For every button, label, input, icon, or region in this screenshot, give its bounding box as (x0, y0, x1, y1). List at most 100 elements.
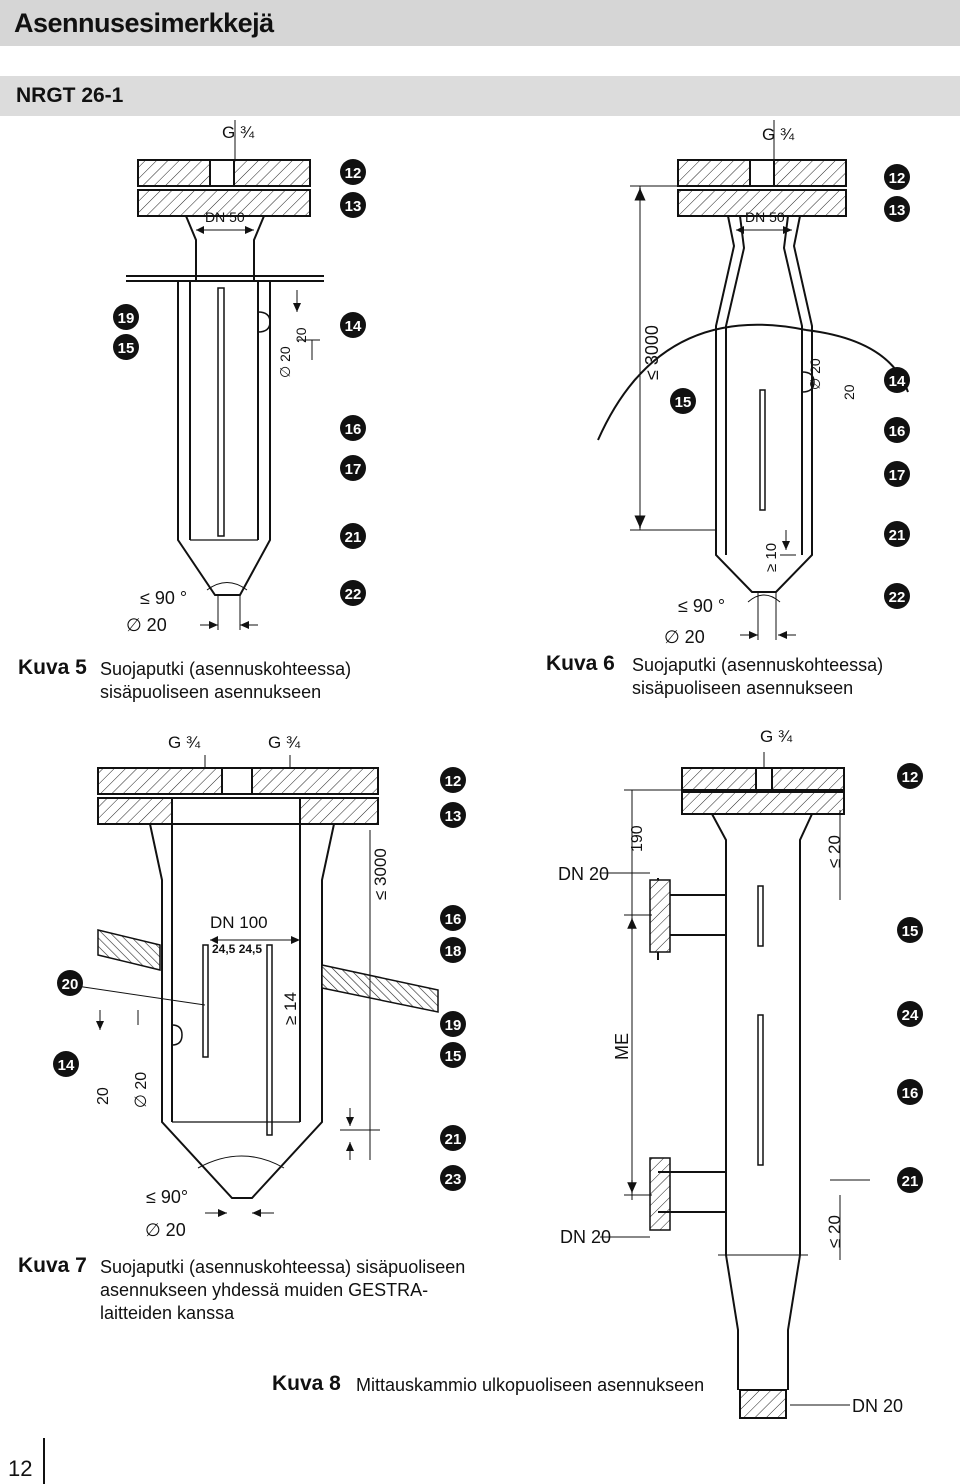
figure-7-drawing (69, 755, 439, 1217)
figure-8-label: Kuva 8 (272, 1372, 341, 1395)
label-dn20-top: DN 20 (558, 864, 609, 884)
marker-23: 23 (440, 1165, 466, 1191)
label-ge10: ≥ 10 (763, 543, 780, 572)
svg-text:17: 17 (889, 467, 906, 484)
label-angle: ≤ 90 ° (678, 596, 725, 616)
figure-5-label: Kuva 5 (18, 656, 87, 679)
figure-7-label: Kuva 7 (18, 1254, 87, 1277)
label-angle: ≤ 90° (146, 1187, 188, 1207)
figure-8-caption-line1: Mittauskammio ulkopuoliseen asennukseen (356, 1375, 705, 1395)
svg-text:14: 14 (58, 1057, 75, 1074)
figure-6-markers: 12 13 15 14 16 17 21 22 (670, 164, 910, 609)
svg-text:22: 22 (889, 589, 906, 606)
label-g34-b: G ¾ (268, 733, 301, 752)
marker-24: 24 (897, 1001, 923, 1027)
label-le3000: ≤ 3000 (371, 848, 390, 900)
figure-5-drawing (126, 120, 324, 630)
svg-text:20: 20 (62, 976, 79, 993)
figure-5-caption-line2: sisäpuoliseen asennukseen (100, 682, 322, 702)
marker-13: 13 (440, 802, 466, 828)
figure-5-caption-line1: Suojaputki (asennuskohteessa) (100, 659, 352, 679)
svg-text:19: 19 (445, 1017, 462, 1034)
label-dim-20: 20 (95, 1087, 112, 1105)
section-header-bar: NRGT 26-1 (0, 76, 960, 116)
label-diameter-v: ∅ 20 (277, 346, 293, 378)
marker-18: 18 (440, 937, 466, 963)
figure-8-markers: 12 15 24 16 21 (897, 763, 923, 1193)
svg-text:12: 12 (902, 769, 919, 786)
figure-8-labels: G ¾ DN 20 DN 20 DN 20 190 ME ≤ 20 ≤ 20 (558, 727, 903, 1416)
marker-15: 15 (670, 388, 696, 414)
svg-text:16: 16 (445, 911, 462, 928)
label-g34: G ¾ (762, 125, 795, 144)
page-divider (43, 1438, 45, 1484)
figure-8-caption: Mittauskammio ulkopuoliseen asennukseen (356, 1374, 704, 1397)
figure-7-markers: 12 13 16 18 20 19 14 15 21 23 (53, 767, 466, 1191)
marker-21: 21 (340, 523, 366, 549)
figure-7-caption-line3: laitteiden kanssa (100, 1303, 235, 1323)
marker-16: 16 (440, 905, 466, 931)
marker-16: 16 (340, 415, 366, 441)
svg-text:13: 13 (445, 808, 462, 825)
svg-text:15: 15 (118, 340, 135, 357)
label-dn100: DN 100 (210, 913, 268, 932)
svg-text:14: 14 (345, 318, 362, 335)
marker-21: 21 (884, 521, 910, 547)
figure-6-caption-line2: sisäpuoliseen asennukseen (632, 678, 854, 698)
svg-text:19: 19 (118, 310, 135, 327)
svg-text:12: 12 (445, 773, 462, 790)
figure-6-label: Kuva 6 (546, 652, 615, 675)
marker-17: 17 (340, 455, 366, 481)
page-header-bar: Asennusesimerkkejä (0, 0, 960, 46)
label-245: 24,5 24,5 (212, 942, 262, 956)
marker-16: 16 (884, 417, 910, 443)
marker-15: 15 (440, 1042, 466, 1068)
label-dim-20: 20 (841, 384, 857, 400)
marker-16: 16 (897, 1079, 923, 1105)
marker-15: 15 (897, 917, 923, 943)
marker-12: 12 (884, 164, 910, 190)
marker-14: 14 (340, 312, 366, 338)
svg-text:16: 16 (902, 1085, 919, 1102)
label-g34-a: G ¾ (168, 733, 201, 752)
figure-8-drawing (600, 752, 870, 1419)
label-me: ME (612, 1033, 632, 1060)
figure-5-labels: G ¾ DN 50 ≤ 90 ° ∅ 20 ∅ 20 20 (126, 123, 309, 635)
label-dim-20: 20 (293, 327, 309, 343)
label-diameter-v: ∅ 20 (133, 1072, 150, 1108)
svg-text:21: 21 (889, 527, 906, 544)
marker-13: 13 (340, 192, 366, 218)
svg-text:14: 14 (889, 373, 906, 390)
figure-6-caption: Suojaputki (asennuskohteessa) sisäpuolis… (632, 654, 883, 700)
label-g34: G ¾ (222, 123, 255, 142)
marker-12: 12 (340, 159, 366, 185)
figure-7-caption-line2: asennukseen yhdessä muiden GESTRA- (100, 1280, 429, 1300)
label-dn20-mid: DN 20 (560, 1227, 611, 1247)
svg-text:18: 18 (445, 943, 462, 960)
label-le3000: ≤ 3000 (642, 325, 662, 380)
marker-21: 21 (897, 1167, 923, 1193)
label-dn50: DN 50 (205, 209, 245, 225)
svg-text:15: 15 (902, 923, 919, 940)
label-diameter: ∅ 20 (126, 615, 167, 635)
page-title: Asennusesimerkkejä (14, 8, 274, 38)
marker-17: 17 (884, 461, 910, 487)
figure-6-labels: G ¾ DN 50 ≤ 3000 ≥ 10 ∅ 20 20 ≤ 90 ° ∅ 2… (642, 125, 857, 647)
figure-6-caption-line1: Suojaputki (asennuskohteessa) (632, 655, 884, 675)
svg-text:12: 12 (889, 170, 906, 187)
page-number: 12 (8, 1456, 33, 1481)
svg-text:22: 22 (345, 586, 362, 603)
label-diameter: ∅ 20 (664, 627, 705, 647)
label-ge14: ≥ 14 (281, 992, 300, 1025)
figure-5-markers: 12 13 19 15 14 16 17 21 22 (113, 159, 366, 606)
svg-text:21: 21 (902, 1173, 919, 1190)
marker-12: 12 (897, 763, 923, 789)
marker-22: 22 (340, 580, 366, 606)
label-dn20-bottom: DN 20 (852, 1396, 903, 1416)
marker-14: 14 (53, 1051, 79, 1077)
section-title: NRGT 26-1 (16, 84, 124, 107)
marker-22: 22 (884, 583, 910, 609)
figure-7-caption-line1: Suojaputki (asennuskohteessa) sisäpuolis… (100, 1257, 466, 1277)
label-angle: ≤ 90 ° (140, 588, 187, 608)
